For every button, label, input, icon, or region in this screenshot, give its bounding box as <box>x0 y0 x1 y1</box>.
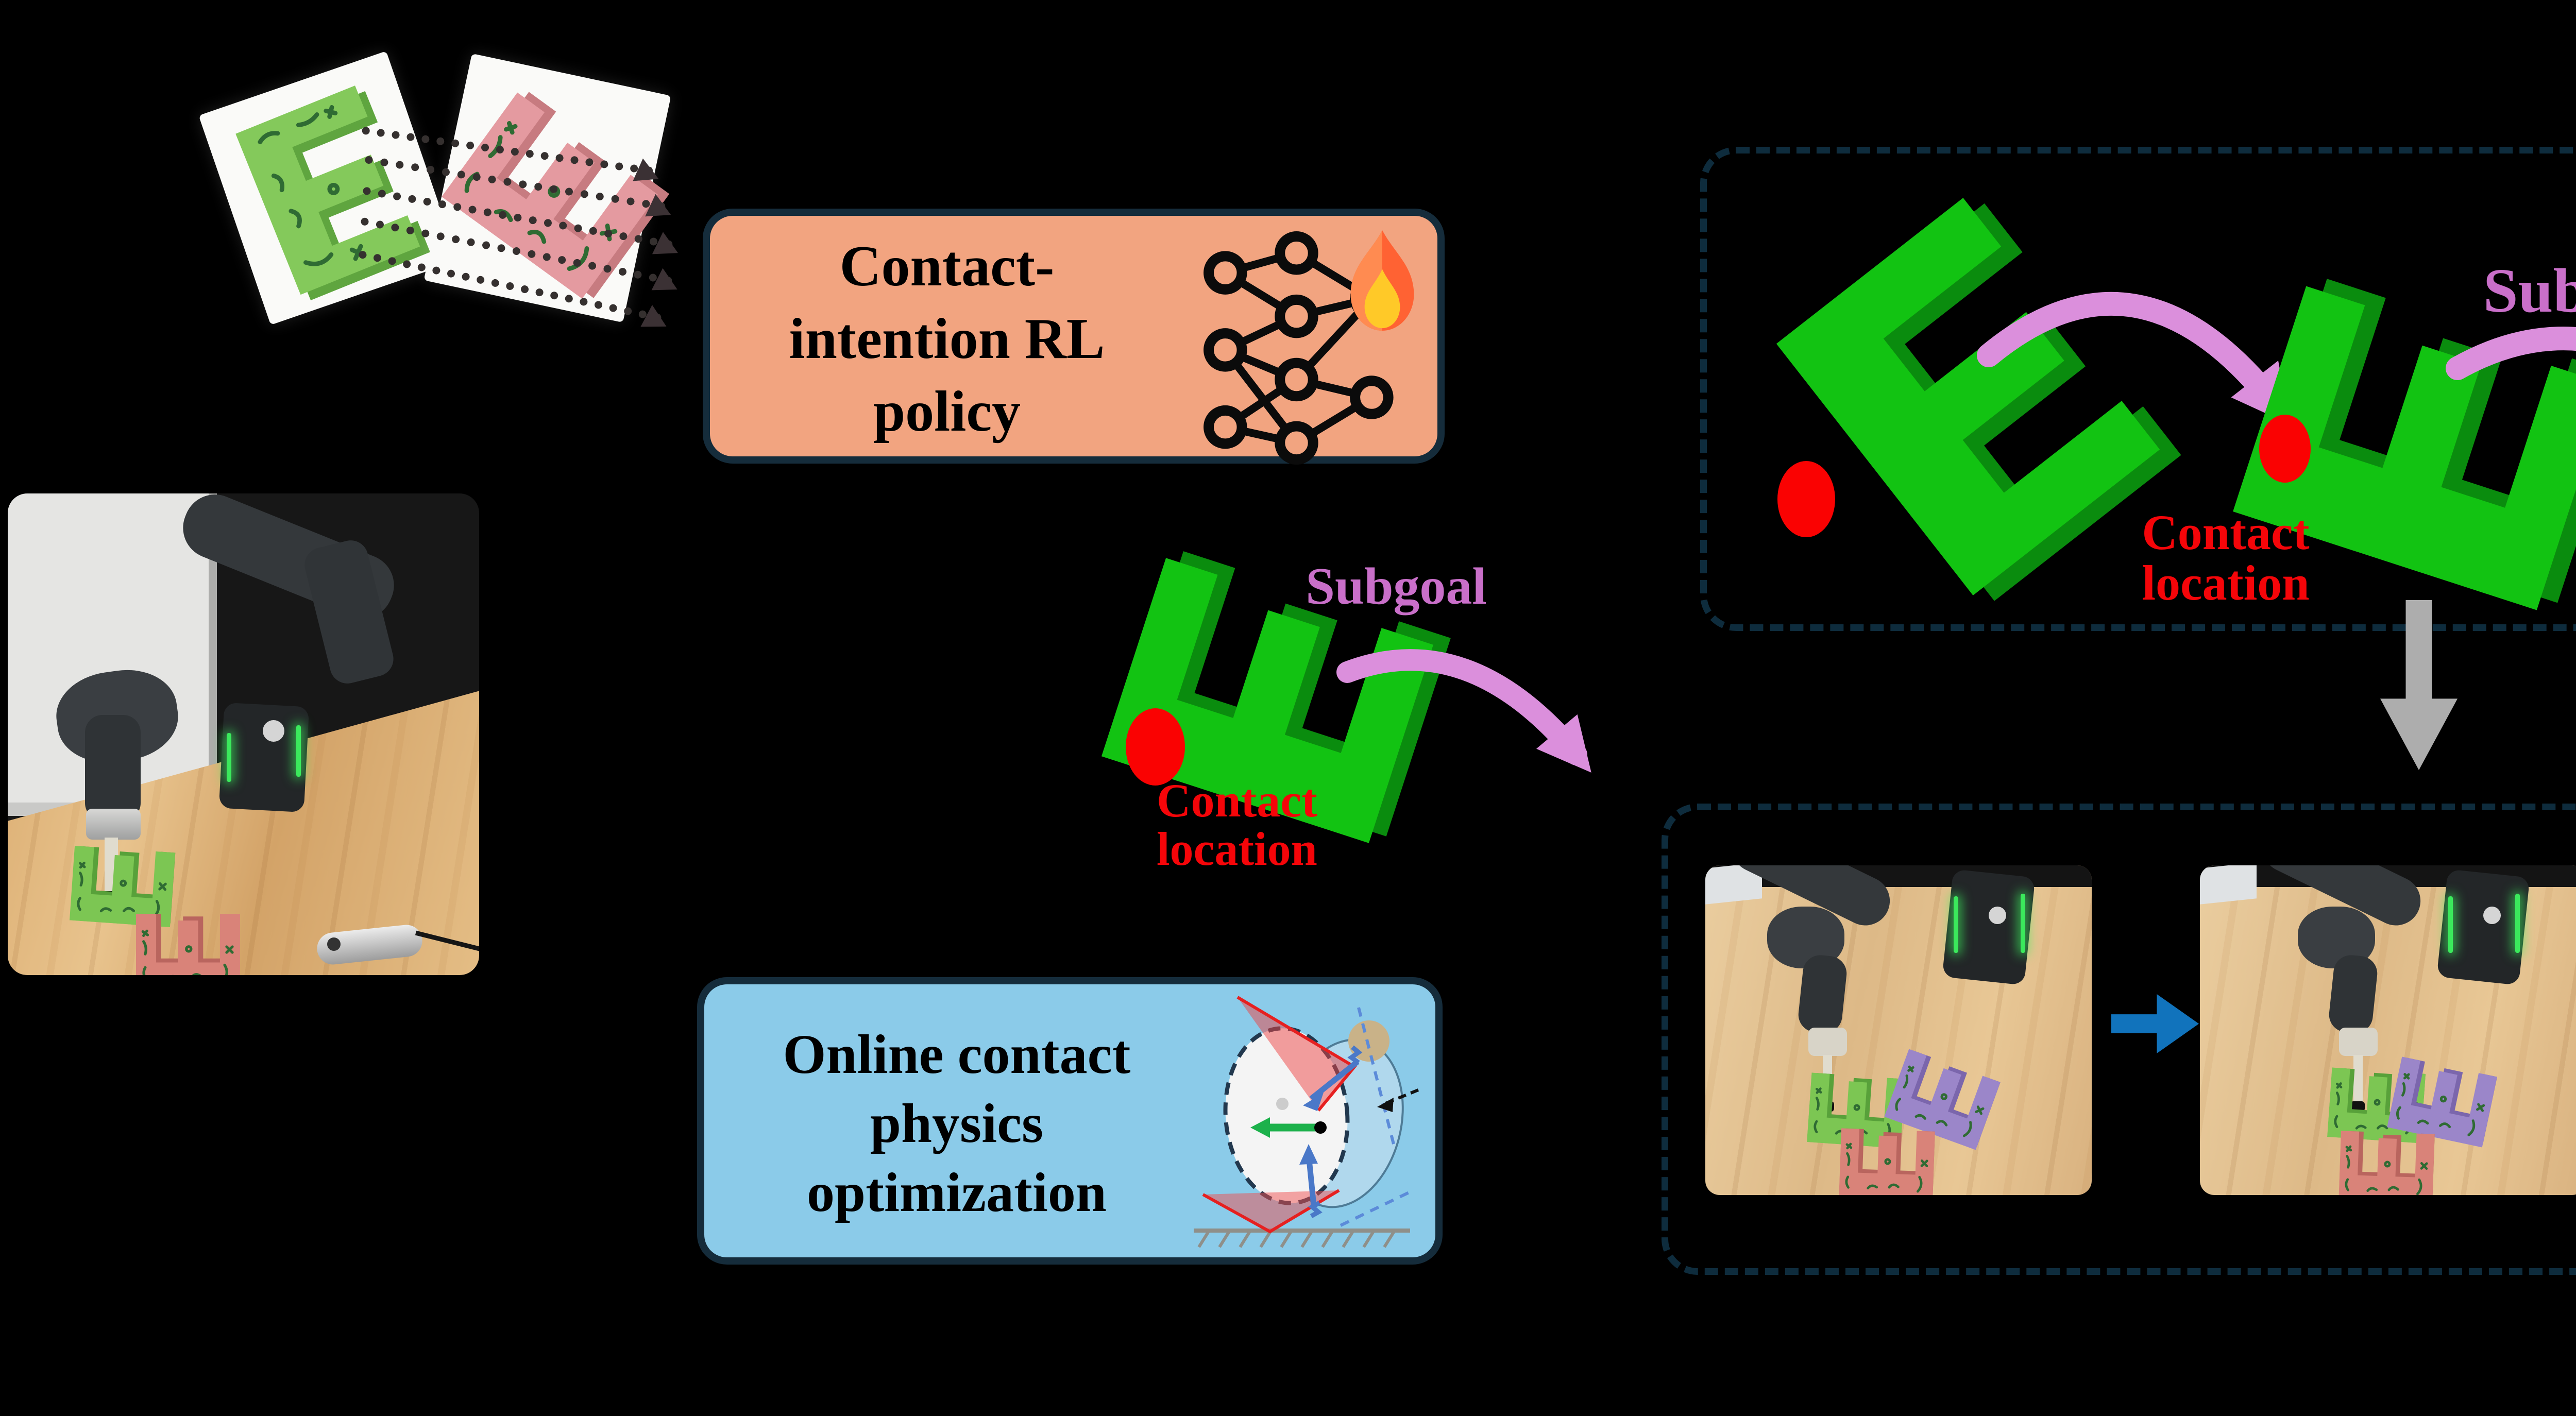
curved-arrow-icon <box>2446 327 2576 380</box>
robot-forearm <box>1797 953 1849 1035</box>
base-led <box>2448 896 2453 953</box>
robot-logo <box>263 720 284 742</box>
red-block <box>136 914 240 975</box>
base-led <box>2515 894 2520 953</box>
curved-arrow-icon <box>1336 649 1591 773</box>
execution-photo-2 <box>2200 865 2576 1195</box>
robot-elbow-link <box>301 536 397 688</box>
robot-wrist <box>1808 1028 1847 1056</box>
base-led <box>2021 894 2025 953</box>
flame-icon <box>1350 230 1414 331</box>
camera-lens <box>327 937 341 951</box>
contact-label-line2: location <box>1157 822 1317 875</box>
robot-setup-photo <box>8 493 479 975</box>
robot-base <box>218 702 310 813</box>
physics-box-label: Online contact physics optimization <box>709 1020 1204 1227</box>
robot-silver-collar <box>86 809 141 840</box>
dotted-arrowhead <box>652 232 684 264</box>
pink-foam-block <box>442 92 670 299</box>
contact-label-line1: Contact <box>1157 774 1317 827</box>
red-block <box>1839 1128 1935 1195</box>
dotted-arrowhead <box>651 268 683 301</box>
physics-label-line1: Online contact <box>783 1024 1131 1085</box>
subgoal-label: Subgoal <box>1306 557 1487 616</box>
robot-logo <box>2483 907 2501 924</box>
policy-box-label: Contact- intention RL policy <box>725 230 1168 448</box>
base-led-right <box>296 725 301 777</box>
robot-forearm <box>2327 953 2379 1035</box>
dotted-arrowhead <box>640 305 672 338</box>
red-block <box>2338 1131 2435 1195</box>
pusher-tip <box>2350 1101 2365 1112</box>
contact-label-line1: Contact <box>2142 505 2310 560</box>
robot-logo <box>1989 907 2006 924</box>
policy-label-line1: Contact- <box>839 234 1055 298</box>
execution-panel <box>1662 804 2576 1275</box>
base-led-left <box>227 733 231 782</box>
physics-box: Online contact physics optimization <box>697 977 1443 1265</box>
contact-location-label: Contact location <box>1157 774 1317 875</box>
execution-photo-1 <box>1705 865 2092 1195</box>
subgoal-plan-panel <box>1700 147 2576 631</box>
contact-location-label: Contact location <box>2102 507 2349 608</box>
neural-network-icon <box>1204 231 1394 465</box>
physics-label-line2: physics <box>870 1093 1044 1154</box>
contact-location-dot <box>2259 415 2311 483</box>
contact-label-line2: location <box>2142 555 2310 610</box>
whiteboard-glimpse <box>2200 865 2257 905</box>
base-led <box>1954 896 1958 953</box>
policy-label-line3: policy <box>873 380 1021 444</box>
contact-location-dot <box>1126 708 1185 786</box>
robot-wrist <box>2339 1028 2378 1056</box>
subgoal-label: Subgoal <box>2483 256 2576 326</box>
contact-location-dot <box>1777 461 1835 537</box>
robot-wrist-link <box>85 715 141 821</box>
policy-label-line2: intention RL <box>789 307 1105 371</box>
physics-label-line3: optimization <box>807 1162 1107 1223</box>
policy-box: Contact- intention RL policy <box>703 209 1445 465</box>
contact-physics-diagram <box>1194 996 1419 1248</box>
pusher-stick <box>2353 1055 2363 1104</box>
object-card-green <box>198 51 459 325</box>
